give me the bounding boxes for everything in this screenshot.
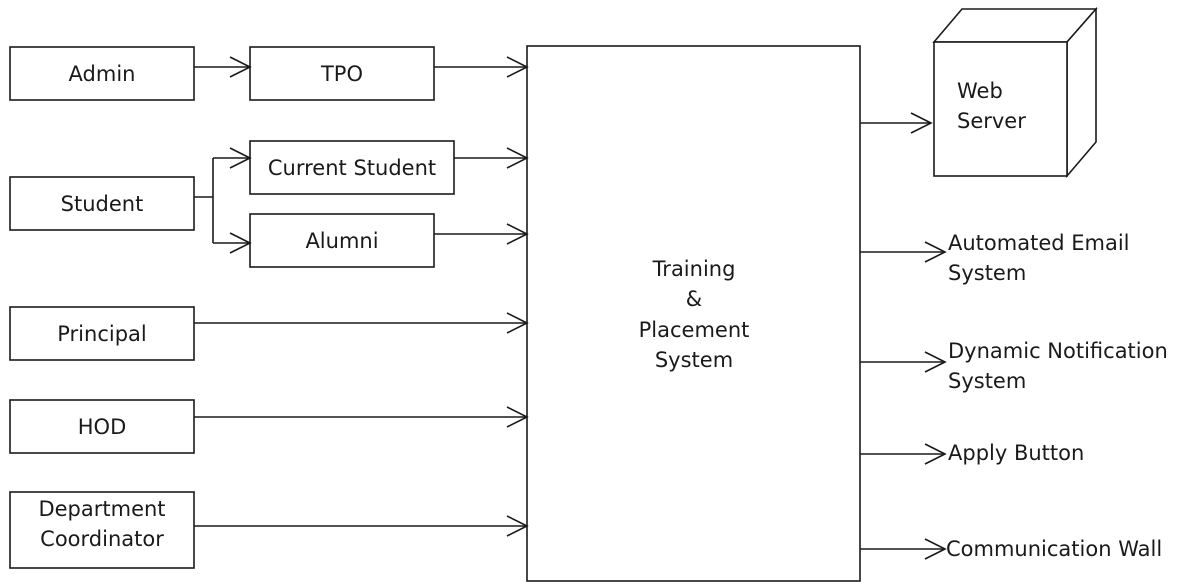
arrowhead-icon [229, 232, 252, 254]
arrowhead-icon [506, 56, 529, 78]
department-coordinator-box [9, 491, 195, 569]
communication-wall-label: Communication Wall [946, 537, 1163, 561]
principal-box [9, 306, 195, 361]
training-placement-system-box [526, 45, 861, 582]
arrowhead-icon [506, 406, 529, 428]
tpo-box [249, 46, 435, 101]
student-box [9, 176, 195, 231]
arrowhead-icon [229, 56, 252, 78]
arrowhead-icon [506, 515, 529, 537]
principal-label: Principal [57, 322, 147, 346]
system-title-line-4: System [654, 348, 734, 373]
arrowhead-icon [924, 443, 947, 465]
arrowhead-icon [506, 223, 529, 245]
arrowhead-icon [924, 538, 947, 560]
dynamic-notification-label: Dynamic Notification System [948, 336, 1168, 397]
current-student-box [249, 140, 455, 195]
department-coordinator-line-1: Department [38, 497, 166, 521]
dynamic-notification-line-1: Dynamic Notification [948, 339, 1168, 363]
arrowhead-icon [910, 112, 933, 134]
automated-email-line-2: System [948, 261, 1027, 286]
system-title-line-3: Placement [638, 317, 750, 342]
arrowhead-icon [506, 147, 529, 169]
hod-label: HOD [77, 415, 127, 439]
admin-label: Admin [68, 62, 136, 86]
arrowhead-icon [924, 241, 947, 263]
arrowhead-icon [506, 312, 529, 334]
alumni-label: Alumni [305, 229, 379, 253]
current-student-label: Current Student [267, 156, 437, 180]
system-title-line-1: Training [652, 257, 736, 281]
hod-box [9, 399, 195, 454]
dynamic-notification-line-2: System [948, 369, 1027, 394]
system-title-line-2: & [685, 287, 703, 312]
web-server-cube-front [933, 41, 1068, 177]
department-coordinator-line-2: Coordinator [40, 527, 164, 552]
alumni-box [249, 213, 435, 268]
web-server-line-1: Web [957, 79, 1003, 103]
tpo-label: TPO [320, 62, 364, 86]
arrowhead-icon [924, 351, 947, 373]
automated-email-line-1: Automated Email [948, 231, 1130, 255]
web-server-line-2: Server [957, 109, 1026, 134]
admin-box [9, 46, 195, 101]
training-placement-system-label: Training & Placement System [626, 254, 762, 376]
student-label: Student [60, 192, 144, 216]
arrowhead-icon [229, 147, 252, 169]
department-coordinator-label: Department Coordinator [10, 494, 194, 555]
web-server-label: Web Server [957, 76, 1026, 137]
automated-email-label: Automated Email System [948, 228, 1130, 289]
apply-button-label: Apply Button [948, 441, 1085, 465]
